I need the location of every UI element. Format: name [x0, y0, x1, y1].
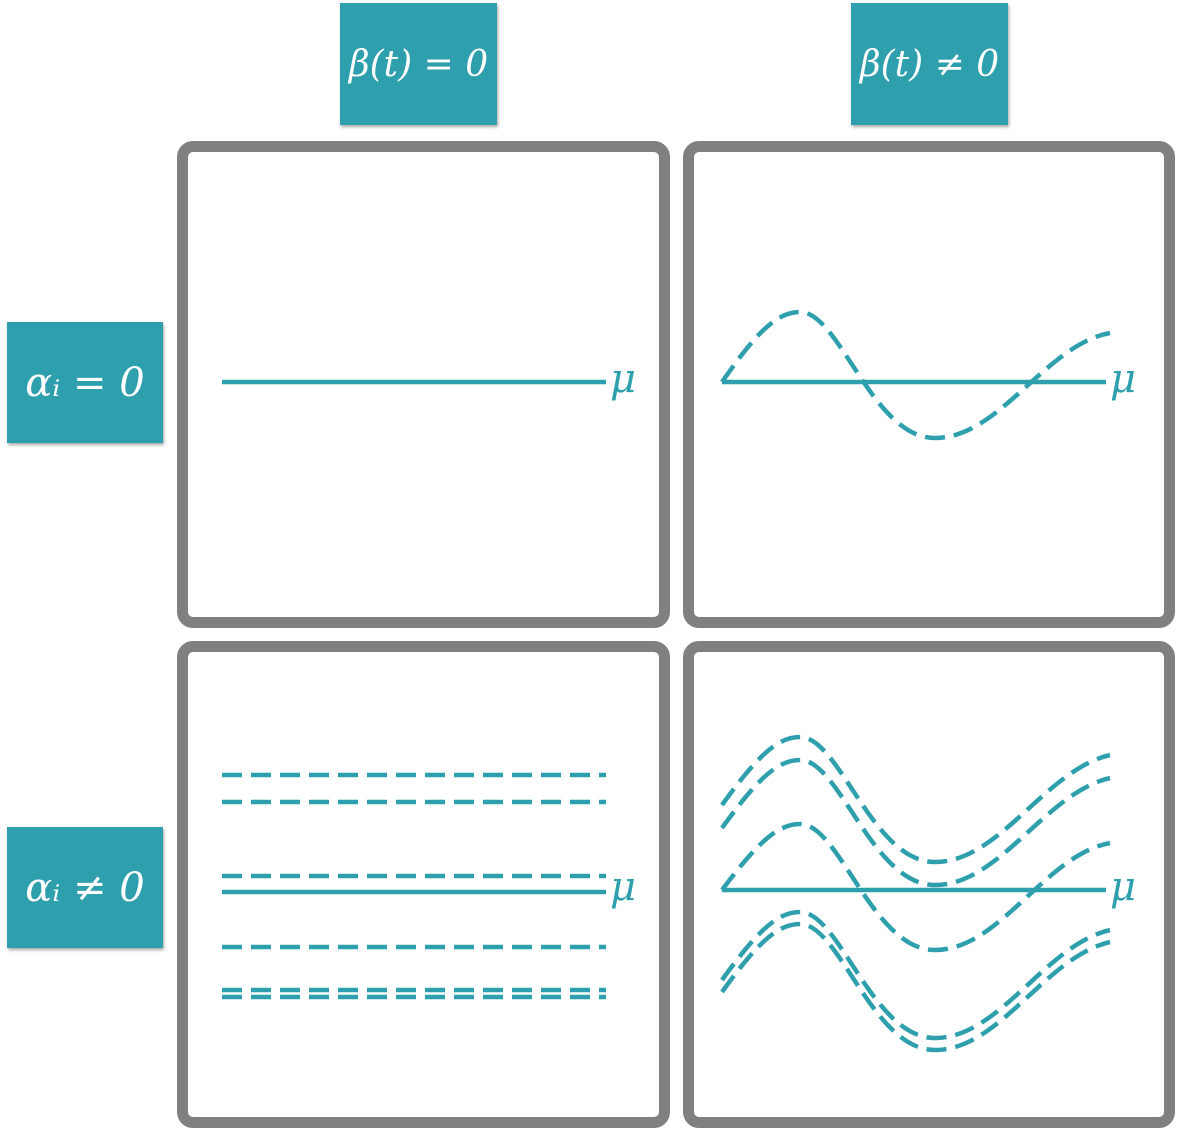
row-header-alpha-nonzero-text: αᵢ ≠ 0 — [25, 864, 145, 911]
column-header-beta-zero: β(t) = 0 — [340, 3, 497, 125]
row-header-alpha-zero-text: αᵢ = 0 — [25, 359, 145, 406]
row-header-alpha-nonzero: αᵢ ≠ 0 — [7, 827, 163, 948]
column-header-beta-nonzero: β(t) ≠ 0 — [851, 3, 1008, 125]
panel-alpha-nonzero-beta-zero — [177, 641, 670, 1128]
column-header-beta-nonzero-text: β(t) ≠ 0 — [859, 43, 1000, 85]
row-header-alpha-zero: αᵢ = 0 — [7, 322, 163, 443]
column-header-beta-zero-text: β(t) = 0 — [348, 43, 489, 85]
panel-alpha-nonzero-beta-nonzero — [683, 641, 1175, 1128]
panel-alpha-zero-beta-zero — [177, 141, 670, 628]
panel-alpha-zero-beta-nonzero — [683, 141, 1175, 628]
